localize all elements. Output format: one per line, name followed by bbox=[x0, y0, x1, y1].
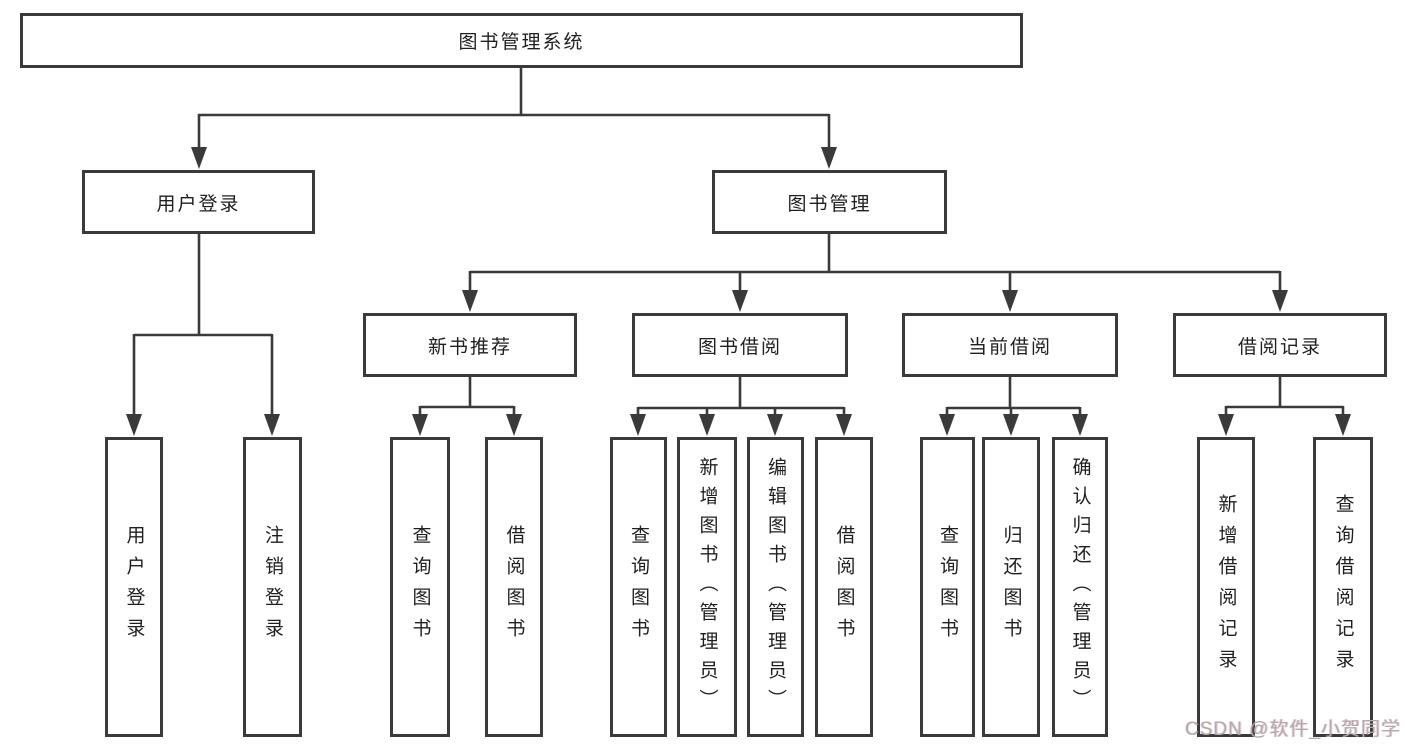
leaf-label: 注销登录 bbox=[262, 525, 283, 649]
node-new-book-recommendation: 新书推荐 bbox=[363, 313, 577, 377]
leaf-label: 查询图书 bbox=[409, 525, 431, 649]
leaf-label: 确认归还（管理员） bbox=[1069, 456, 1091, 718]
node-current-borrowing: 当前借阅 bbox=[902, 313, 1118, 377]
leaf-query-books-recommend: 查询图书 bbox=[390, 437, 450, 737]
node-label: 用户登录 bbox=[156, 193, 241, 215]
leaf-add-borrow-record: 新增借阅记录 bbox=[1197, 437, 1255, 737]
leaf-label: 编辑图书（管理员） bbox=[765, 456, 786, 718]
leaf-label: 查询图书 bbox=[937, 525, 958, 649]
leaf-confirm-return-admin: 确认归还（管理员） bbox=[1052, 437, 1108, 737]
node-label: 借阅记录 bbox=[1237, 336, 1322, 358]
leaf-label: 查询借阅记录 bbox=[1332, 494, 1354, 680]
leaf-label: 归还图书 bbox=[1000, 525, 1022, 649]
node-book-borrowing: 图书借阅 bbox=[632, 313, 848, 377]
leaf-add-books-admin: 新增图书（管理员） bbox=[677, 437, 737, 737]
leaf-label: 借阅图书 bbox=[503, 525, 525, 649]
leaf-label: 新增图书（管理员） bbox=[696, 456, 718, 718]
watermark: CSDN @软件_小贺同学 bbox=[1185, 719, 1401, 740]
node-borrowing-records: 借阅记录 bbox=[1173, 313, 1387, 377]
leaf-return-books: 归还图书 bbox=[982, 437, 1040, 737]
leaf-edit-books-admin: 编辑图书（管理员） bbox=[747, 437, 804, 737]
leaf-query-books-current: 查询图书 bbox=[920, 437, 975, 737]
leaf-label: 借阅图书 bbox=[833, 525, 855, 649]
leaf-borrow-books: 借阅图书 bbox=[815, 437, 873, 737]
node-label: 图书管理 bbox=[787, 193, 872, 215]
leaf-logout: 注销登录 bbox=[243, 437, 302, 737]
leaf-label: 新增借阅记录 bbox=[1215, 494, 1237, 680]
node-label: 图书借阅 bbox=[697, 336, 782, 358]
leaf-query-borrow-record: 查询借阅记录 bbox=[1313, 437, 1373, 737]
leaf-label: 查询图书 bbox=[628, 525, 649, 649]
leaf-label: 用户登录 bbox=[123, 525, 145, 649]
leaf-query-books-borrowing: 查询图书 bbox=[610, 437, 667, 737]
leaf-user-login: 用户登录 bbox=[105, 437, 163, 737]
node-label: 当前借阅 bbox=[967, 336, 1052, 358]
node-label: 新书推荐 bbox=[427, 336, 512, 358]
node-book-management: 图书管理 bbox=[712, 170, 947, 234]
node-user-login: 用户登录 bbox=[82, 170, 315, 234]
node-label: 图书管理系统 bbox=[458, 32, 585, 53]
leaf-borrow-books-recommend: 借阅图书 bbox=[485, 437, 543, 737]
node-library-management-system: 图书管理系统 bbox=[20, 13, 1023, 68]
